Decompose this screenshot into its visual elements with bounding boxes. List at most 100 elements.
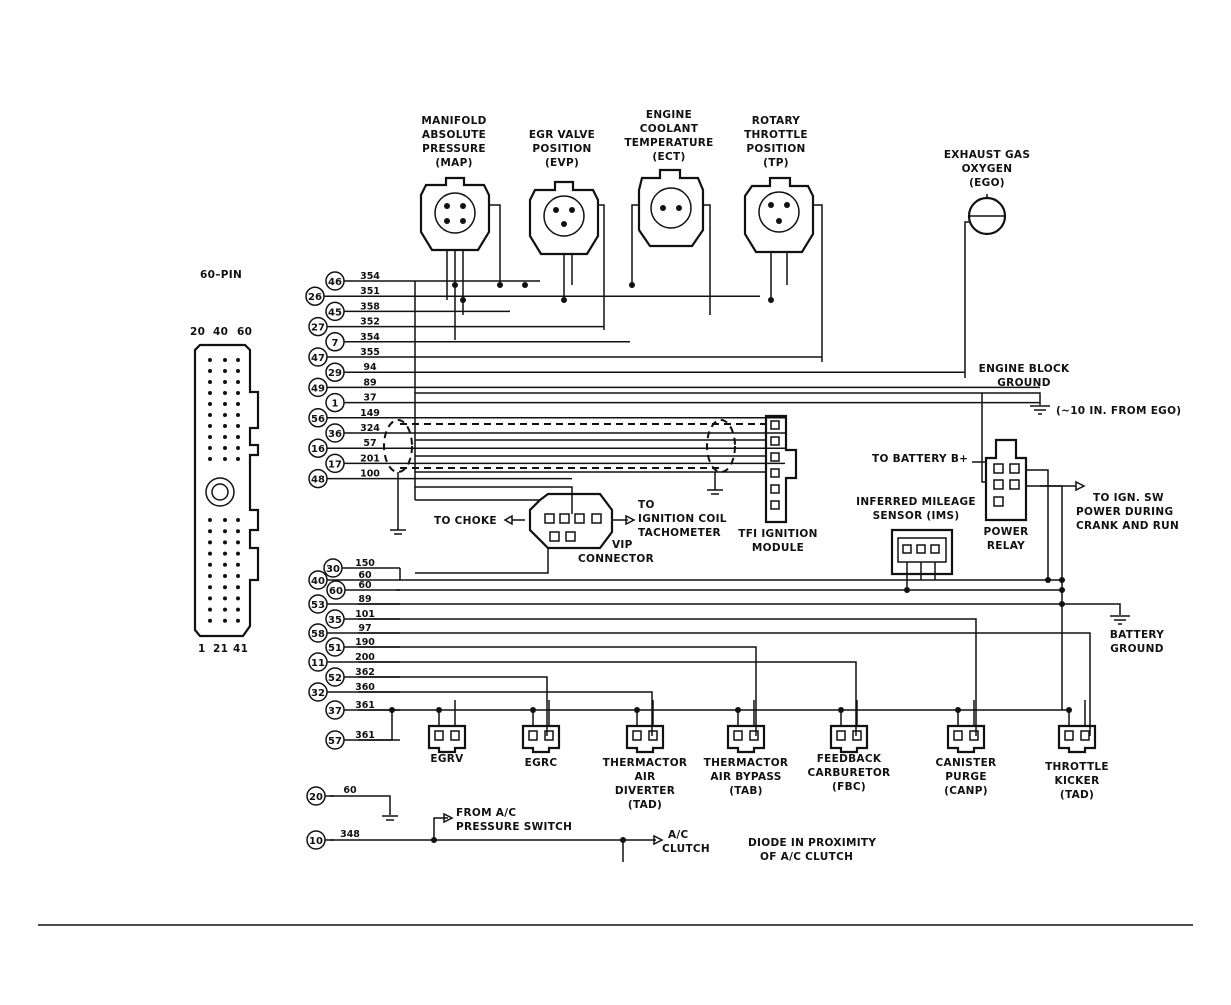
pin-number: 37 [328, 706, 342, 717]
wire-number: 100 [360, 469, 380, 480]
pin-number: 56 [311, 414, 325, 425]
actuator-label: (CANP) [944, 785, 988, 797]
tp-sensor-connector [743, 176, 815, 254]
svg-text:CONNECTOR: CONNECTOR [578, 553, 654, 565]
svg-text:TO BATTERY B+: TO BATTERY B+ [872, 453, 968, 465]
engine-block-ground: ENGINE BLOCK GROUND (~10 IN. FROM EGO) [415, 363, 1181, 417]
pin-number: 32 [311, 688, 325, 699]
svg-text:(EGO): (EGO) [969, 177, 1005, 189]
pin-47-row: 47 355 [308, 347, 822, 367]
actuator-label: DIVERTER [615, 785, 675, 797]
wire-number: 351 [360, 286, 380, 297]
svg-text:POWER DURING: POWER DURING [1076, 506, 1173, 518]
wire-number: 354 [360, 332, 380, 343]
wire-number: 354 [360, 271, 380, 282]
connector-col-top-1: 20 [190, 326, 205, 338]
actuator-egrc: EGRC [521, 700, 561, 769]
svg-text:EGR VALVE: EGR VALVE [529, 129, 595, 141]
actuator-label: (TAD) [1060, 789, 1094, 801]
svg-text:(TP): (TP) [763, 157, 789, 169]
actuator-label: KICKER [1055, 775, 1100, 787]
evp-sensor-connector [528, 180, 600, 256]
pin-number: 26 [308, 292, 322, 303]
wire-number: 97 [358, 623, 371, 634]
svg-text:ABSOLUTE: ABSOLUTE [422, 129, 486, 141]
svg-text:POWER: POWER [984, 526, 1029, 538]
pin-number: 7 [332, 338, 339, 349]
wire-number: 190 [355, 637, 375, 648]
wire-number: 60 [358, 570, 372, 581]
actuator-label: THERMACTOR [603, 757, 688, 769]
actuator-label: THERMACTOR [704, 757, 789, 769]
svg-text:CLUTCH: CLUTCH [662, 843, 710, 855]
sensor-wiring [446, 204, 969, 378]
svg-text:ROTARY: ROTARY [752, 115, 800, 127]
svg-text:OXYGEN: OXYGEN [962, 163, 1013, 175]
actuator-label: AIR [634, 771, 655, 783]
wire-number: 201 [360, 453, 380, 464]
pin-number: 52 [328, 673, 342, 684]
connector-col-bottom-3: 41 [233, 643, 248, 655]
wire-number: 355 [360, 347, 380, 358]
svg-text:TACHOMETER: TACHOMETER [638, 527, 721, 539]
wire-number: 60 [343, 785, 357, 796]
power-relay: POWER RELAY TO BATTERY B+ TO IGN. SW POW… [872, 393, 1179, 710]
wire-number: 200 [355, 652, 375, 663]
actuator-label: CANISTER [936, 757, 997, 769]
ect-sensor-connector [637, 168, 705, 248]
svg-text:GROUND: GROUND [997, 377, 1050, 389]
pin-7-row: 7 354 [325, 332, 630, 352]
wire-number: 149 [360, 408, 380, 419]
svg-text:VIP: VIP [612, 539, 633, 551]
wire-number: 101 [355, 609, 375, 620]
actuator-label: (TAD) [628, 799, 662, 811]
connector-col-bottom-2: 21 [213, 643, 228, 655]
connector-pin-dots [208, 358, 240, 623]
wire-number: 360 [355, 682, 375, 693]
pin-number: 36 [328, 429, 342, 440]
svg-text:(EVP): (EVP) [545, 157, 579, 169]
pin-number: 53 [311, 600, 325, 611]
pin-number: 51 [328, 643, 342, 654]
sensor-map-label: MANIFOLD ABSOLUTE PRESSURE (MAP) [421, 115, 486, 169]
actuator-label: CARBURETOR [808, 767, 891, 779]
actuator-label: PURGE [945, 771, 987, 783]
svg-text:FROM A/C: FROM A/C [456, 807, 516, 819]
pin-number: 47 [311, 353, 325, 364]
map-sensor-connector [419, 176, 491, 252]
wire-number: 60 [358, 580, 372, 591]
svg-text:SENSOR (IMS): SENSOR (IMS) [873, 510, 960, 522]
svg-text:(MAP): (MAP) [435, 157, 472, 169]
pin-number: 20 [309, 792, 323, 803]
sensor-ect-label: ENGINE COOLANT TEMPERATURE (ECT) [624, 109, 713, 163]
ac-circuit: FROM A/C PRESSURE SWITCH A/C CLUTCH DIOD… [330, 795, 876, 863]
svg-text:ENGINE BLOCK: ENGINE BLOCK [979, 363, 1070, 375]
svg-text:POSITION: POSITION [746, 143, 805, 155]
svg-text:IGNITION COIL: IGNITION COIL [638, 513, 727, 525]
svg-text:(ECT): (ECT) [652, 151, 685, 163]
svg-text:MANIFOLD: MANIFOLD [421, 115, 486, 127]
pin-number: 46 [328, 277, 342, 288]
pin-number: 40 [311, 576, 325, 587]
connector-header: 60–PIN [200, 269, 242, 281]
pin-number: 29 [328, 368, 342, 379]
svg-text:PRESSURE: PRESSURE [422, 143, 486, 155]
wire-number: 361 [355, 700, 375, 711]
svg-text:THROTTLE: THROTTLE [744, 129, 808, 141]
pin-number: 16 [311, 444, 325, 455]
svg-text:EXHAUST GAS: EXHAUST GAS [944, 149, 1030, 161]
wire-number: 348 [340, 829, 360, 840]
wire-number: 358 [360, 301, 380, 312]
wire-number: 361 [355, 730, 375, 741]
